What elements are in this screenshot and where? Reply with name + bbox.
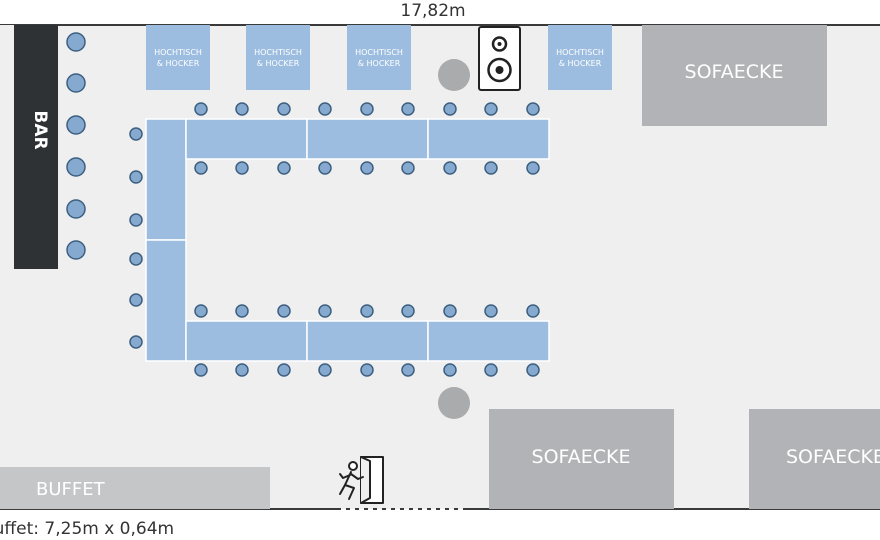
chair <box>235 161 249 175</box>
chair <box>443 304 457 318</box>
chair <box>129 335 143 349</box>
banquet-table <box>185 118 308 160</box>
chair <box>129 252 143 266</box>
high-table-label-4: HOCHTISCH& HOCKER <box>556 48 604 68</box>
banquet-table <box>427 320 550 362</box>
buffet-label: BUFFET <box>36 479 106 500</box>
chair <box>484 363 498 377</box>
chair <box>194 304 208 318</box>
buffet-dimension-label: Buffet: 7,25m x 0,64m <box>0 519 174 539</box>
chair <box>194 161 208 175</box>
high-table-label-1: HOCHTISCH& HOCKER <box>154 48 202 68</box>
high-table-2: HOCHTISCH& HOCKER <box>246 25 310 90</box>
high-table-label-3: HOCHTISCH& HOCKER <box>355 48 403 68</box>
bar-stool <box>66 32 86 52</box>
chair <box>235 304 249 318</box>
chair <box>443 161 457 175</box>
bar-stool <box>66 73 86 93</box>
chair <box>526 304 540 318</box>
sofa-block <box>489 409 674 509</box>
chair <box>360 304 374 318</box>
banquet-chairs <box>129 102 540 377</box>
high-table-4: HOCHTISCH& HOCKER <box>548 25 612 90</box>
chair <box>129 170 143 184</box>
emergency-exit-icon <box>339 456 384 504</box>
chair <box>484 102 498 116</box>
chair <box>277 304 291 318</box>
chair <box>129 293 143 307</box>
buffet-block <box>0 467 270 509</box>
bar-label: BAR <box>30 110 50 149</box>
sofa-label-3: SOFAECKE <box>786 446 880 468</box>
chair <box>401 304 415 318</box>
chair <box>526 161 540 175</box>
banquet-tables <box>145 118 550 362</box>
chair <box>401 161 415 175</box>
pillar <box>438 59 470 91</box>
sofa-area-1: SOFAECKE <box>642 25 827 126</box>
sofa-block <box>749 409 880 509</box>
banquet-table <box>306 118 429 160</box>
chair <box>318 363 332 377</box>
high-table-3: HOCHTISCH& HOCKER <box>347 25 411 90</box>
chair <box>129 127 143 141</box>
chair <box>360 161 374 175</box>
bar-stool <box>66 240 86 260</box>
room-width-label: 17,82m <box>400 1 465 21</box>
chair <box>443 363 457 377</box>
banquet-table <box>185 320 308 362</box>
chair <box>194 363 208 377</box>
bar-stool <box>66 199 86 219</box>
banquet-table <box>306 320 429 362</box>
chair <box>484 161 498 175</box>
high-table-label-line: & HOCKER <box>559 59 602 68</box>
chair <box>235 102 249 116</box>
bar-counter <box>14 25 58 269</box>
high-table <box>347 25 411 90</box>
bar-inner <box>0 25 14 227</box>
chair <box>277 161 291 175</box>
chair <box>129 213 143 227</box>
banquet-table <box>145 118 187 241</box>
chair <box>277 102 291 116</box>
high-table-label-line: & HOCKER <box>157 59 200 68</box>
chair <box>360 102 374 116</box>
chair <box>318 102 332 116</box>
bar-stools <box>66 32 86 260</box>
speaker-icon <box>478 26 521 91</box>
high-table-1: HOCHTISCH& HOCKER <box>146 25 210 90</box>
chair <box>526 102 540 116</box>
sofa-area-2: SOFAECKE <box>489 409 674 509</box>
chair <box>401 102 415 116</box>
chair <box>401 363 415 377</box>
high-table <box>246 25 310 90</box>
chair <box>194 102 208 116</box>
banquet-table <box>145 239 187 362</box>
pillar <box>438 387 470 419</box>
chair <box>484 304 498 318</box>
bar-stool <box>66 115 86 135</box>
high-table-label-line: & HOCKER <box>358 59 401 68</box>
high-table-label-line: & HOCKER <box>257 59 300 68</box>
banquet-table <box>427 118 550 160</box>
chair <box>526 363 540 377</box>
chair <box>318 161 332 175</box>
sofa-label-1: SOFAECKE <box>685 61 784 83</box>
chair <box>318 304 332 318</box>
chair <box>360 363 374 377</box>
high-table <box>548 25 612 90</box>
high-table-label-2: HOCHTISCH& HOCKER <box>254 48 302 68</box>
chair <box>277 363 291 377</box>
sofa-label-2: SOFAECKE <box>532 446 631 468</box>
high-table <box>146 25 210 90</box>
sofa-area-3: SOFAECKE <box>749 409 880 509</box>
sofa-block <box>642 25 827 126</box>
chair <box>443 102 457 116</box>
chair <box>235 363 249 377</box>
bar-stool <box>66 157 86 177</box>
buffet-area: BUFFET <box>0 467 270 509</box>
